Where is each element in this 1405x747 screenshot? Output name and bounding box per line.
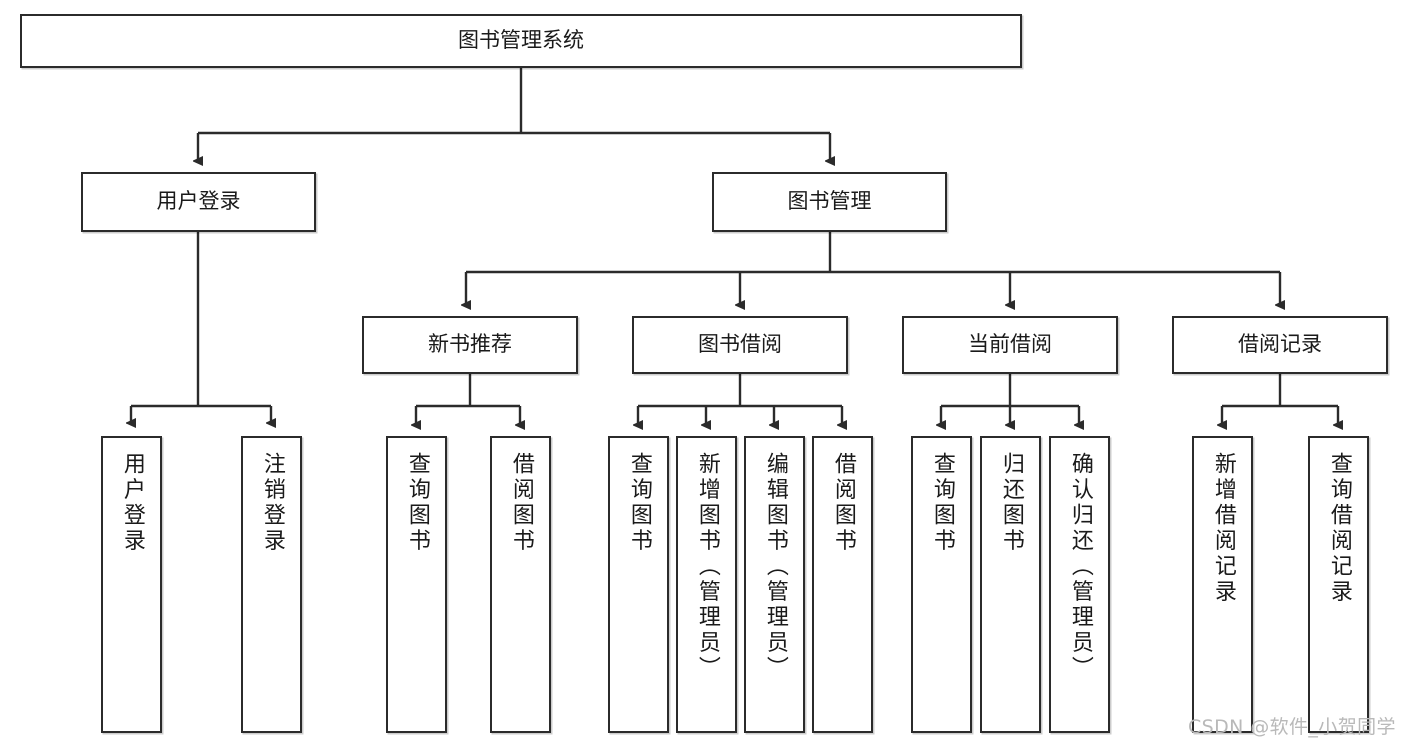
- node-new-book-recommend-label: 新书推荐: [428, 332, 512, 357]
- leaf-book-borrow-lend[interactable]: 借阅图书: [812, 436, 873, 733]
- leaf-user-login-signin-label: 用户登录: [119, 452, 145, 554]
- leaf-current-borrow-query[interactable]: 查询图书: [911, 436, 972, 733]
- leaf-current-borrow-return[interactable]: 归还图书: [980, 436, 1041, 733]
- node-root-label: 图书管理系统: [458, 28, 584, 53]
- leaf-book-borrow-edit-label: 编辑图书（管理员）: [762, 452, 788, 682]
- node-user-login[interactable]: 用户登录: [81, 172, 316, 232]
- leaf-book-borrow-edit[interactable]: 编辑图书（管理员）: [744, 436, 805, 733]
- leaf-user-login-signout-label: 注销登录: [259, 452, 285, 554]
- leaf-book-borrow-add[interactable]: 新增图书（管理员）: [676, 436, 737, 733]
- node-book-management[interactable]: 图书管理: [712, 172, 947, 232]
- leaf-new-book-borrow[interactable]: 借阅图书: [490, 436, 551, 733]
- leaf-current-borrow-query-label: 查询图书: [929, 452, 955, 554]
- leaf-book-borrow-add-label: 新增图书（管理员）: [694, 452, 720, 682]
- node-root[interactable]: 图书管理系统: [20, 14, 1022, 68]
- leaf-borrow-record-query[interactable]: 查询借阅记录: [1308, 436, 1369, 733]
- leaf-new-book-query[interactable]: 查询图书: [386, 436, 447, 733]
- node-book-borrow[interactable]: 图书借阅: [632, 316, 848, 374]
- leaf-current-borrow-confirm-label: 确认归还（管理员）: [1067, 452, 1093, 682]
- leaf-user-login-signin[interactable]: 用户登录: [101, 436, 162, 733]
- node-current-borrow[interactable]: 当前借阅: [902, 316, 1118, 374]
- leaf-book-borrow-lend-label: 借阅图书: [830, 452, 856, 554]
- node-current-borrow-label: 当前借阅: [968, 332, 1052, 357]
- leaf-book-borrow-query-label: 查询图书: [626, 452, 652, 554]
- leaf-book-borrow-query[interactable]: 查询图书: [608, 436, 669, 733]
- leaf-borrow-record-add-label: 新增借阅记录: [1210, 452, 1236, 605]
- leaf-new-book-query-label: 查询图书: [404, 452, 430, 554]
- leaf-user-login-signout[interactable]: 注销登录: [241, 436, 302, 733]
- leaf-new-book-borrow-label: 借阅图书: [508, 452, 534, 554]
- node-new-book-recommend[interactable]: 新书推荐: [362, 316, 578, 374]
- node-user-login-label: 用户登录: [156, 189, 241, 214]
- leaf-borrow-record-query-label: 查询借阅记录: [1326, 452, 1352, 605]
- leaf-current-borrow-confirm[interactable]: 确认归还（管理员）: [1049, 436, 1110, 733]
- node-book-management-label: 图书管理: [787, 189, 872, 214]
- csdn-watermark: CSDN @软件_小贺同学: [1188, 716, 1396, 738]
- node-borrow-record[interactable]: 借阅记录: [1172, 316, 1388, 374]
- leaf-borrow-record-add[interactable]: 新增借阅记录: [1192, 436, 1253, 733]
- node-book-borrow-label: 图书借阅: [698, 332, 782, 357]
- leaf-current-borrow-return-label: 归还图书: [998, 452, 1024, 554]
- node-borrow-record-label: 借阅记录: [1238, 332, 1322, 357]
